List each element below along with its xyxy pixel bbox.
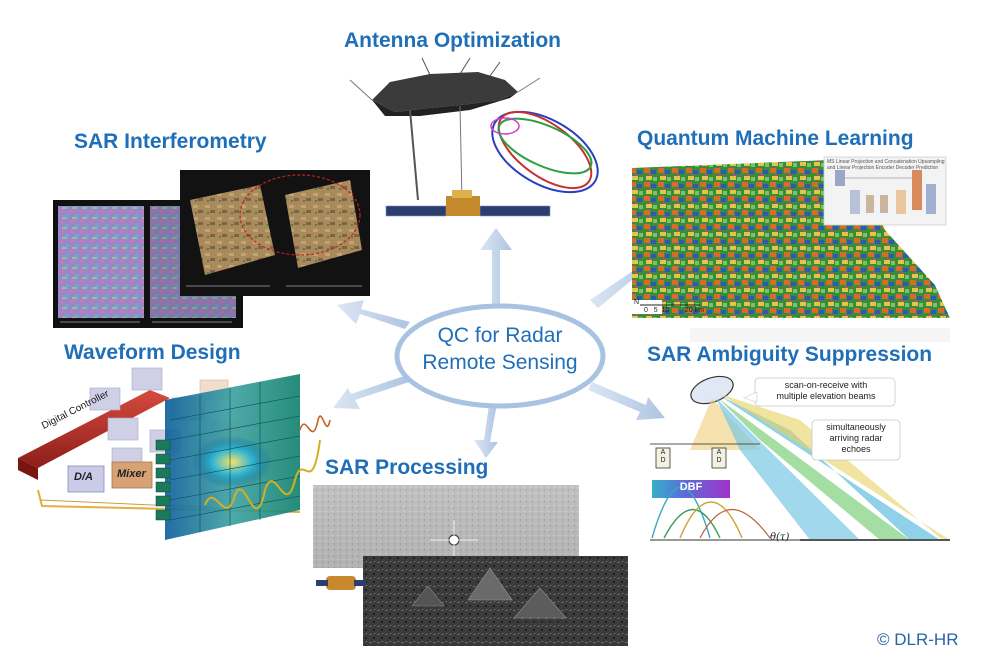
north-arrow-label: N <box>634 299 640 306</box>
center-label-line1: QC for Radar <box>437 324 563 347</box>
arrow-to-interferometry <box>337 300 410 329</box>
center-ellipse <box>394 303 606 409</box>
title-antenna-optimization: Antenna Optimization <box>344 29 561 52</box>
callout-scan-on-receive: scan-on-receive with multiple elevation … <box>776 380 876 401</box>
callout-simultaneous-echoes: simultaneously arriving radar echoes <box>826 422 886 454</box>
qml-label-ms: MS <box>827 159 835 165</box>
title-quantum-machine-learning: Quantum Machine Learning <box>637 127 914 150</box>
mixer-label: Mixer <box>117 468 146 480</box>
dbf-label: DBF <box>679 481 703 493</box>
adc-label-left: A D <box>660 449 666 464</box>
qml-label-projection: Linear Projection and Concatenation <box>835 159 917 165</box>
title-sar-processing: SAR Processing <box>325 456 489 479</box>
arrow-to-ambiguity <box>588 382 665 420</box>
center-label-line2: Remote Sensing <box>422 351 578 374</box>
qml-label-encoder: Encoder <box>875 165 895 171</box>
title-sar-interferometry: SAR Interferometry <box>74 130 267 153</box>
title-waveform-design: Waveform Design <box>64 341 241 364</box>
waveform-illustration <box>18 367 331 540</box>
interferometry-illustration <box>53 170 370 328</box>
da-block <box>67 465 105 493</box>
map-scale-label: 0 5 10 20 km <box>644 307 704 314</box>
center-label: QC for Radar Remote Sensing <box>400 322 600 376</box>
qml-network-diagram-labels: MS Linear Projection and Concatenation U… <box>827 159 945 171</box>
axis-theta-label: θ(τ) <box>770 532 790 543</box>
mixer-block <box>111 461 153 489</box>
quantum-ml-illustration <box>632 156 950 342</box>
qml-label-prediction: Prediction <box>915 165 939 171</box>
arrow-to-antenna <box>480 228 512 312</box>
title-sar-ambiguity-suppression: SAR Ambiguity Suppression <box>647 343 933 366</box>
da-label: D/A <box>74 471 93 483</box>
processing-illustration <box>313 485 628 646</box>
ambiguity-illustration <box>650 375 950 541</box>
copyright-notice: © DLR-HR <box>877 630 959 649</box>
antenna-illustration <box>349 57 599 217</box>
adc-label-right: A D <box>716 449 722 464</box>
connector-arrows <box>333 228 665 458</box>
arrow-to-processing <box>474 398 498 458</box>
qml-label-decoder: Decoder <box>895 165 915 171</box>
digital-controller-bar <box>18 390 170 468</box>
qml-label-upsampling: Upsampling and Linear Projection <box>827 159 945 171</box>
arrow-to-waveform <box>333 376 409 409</box>
